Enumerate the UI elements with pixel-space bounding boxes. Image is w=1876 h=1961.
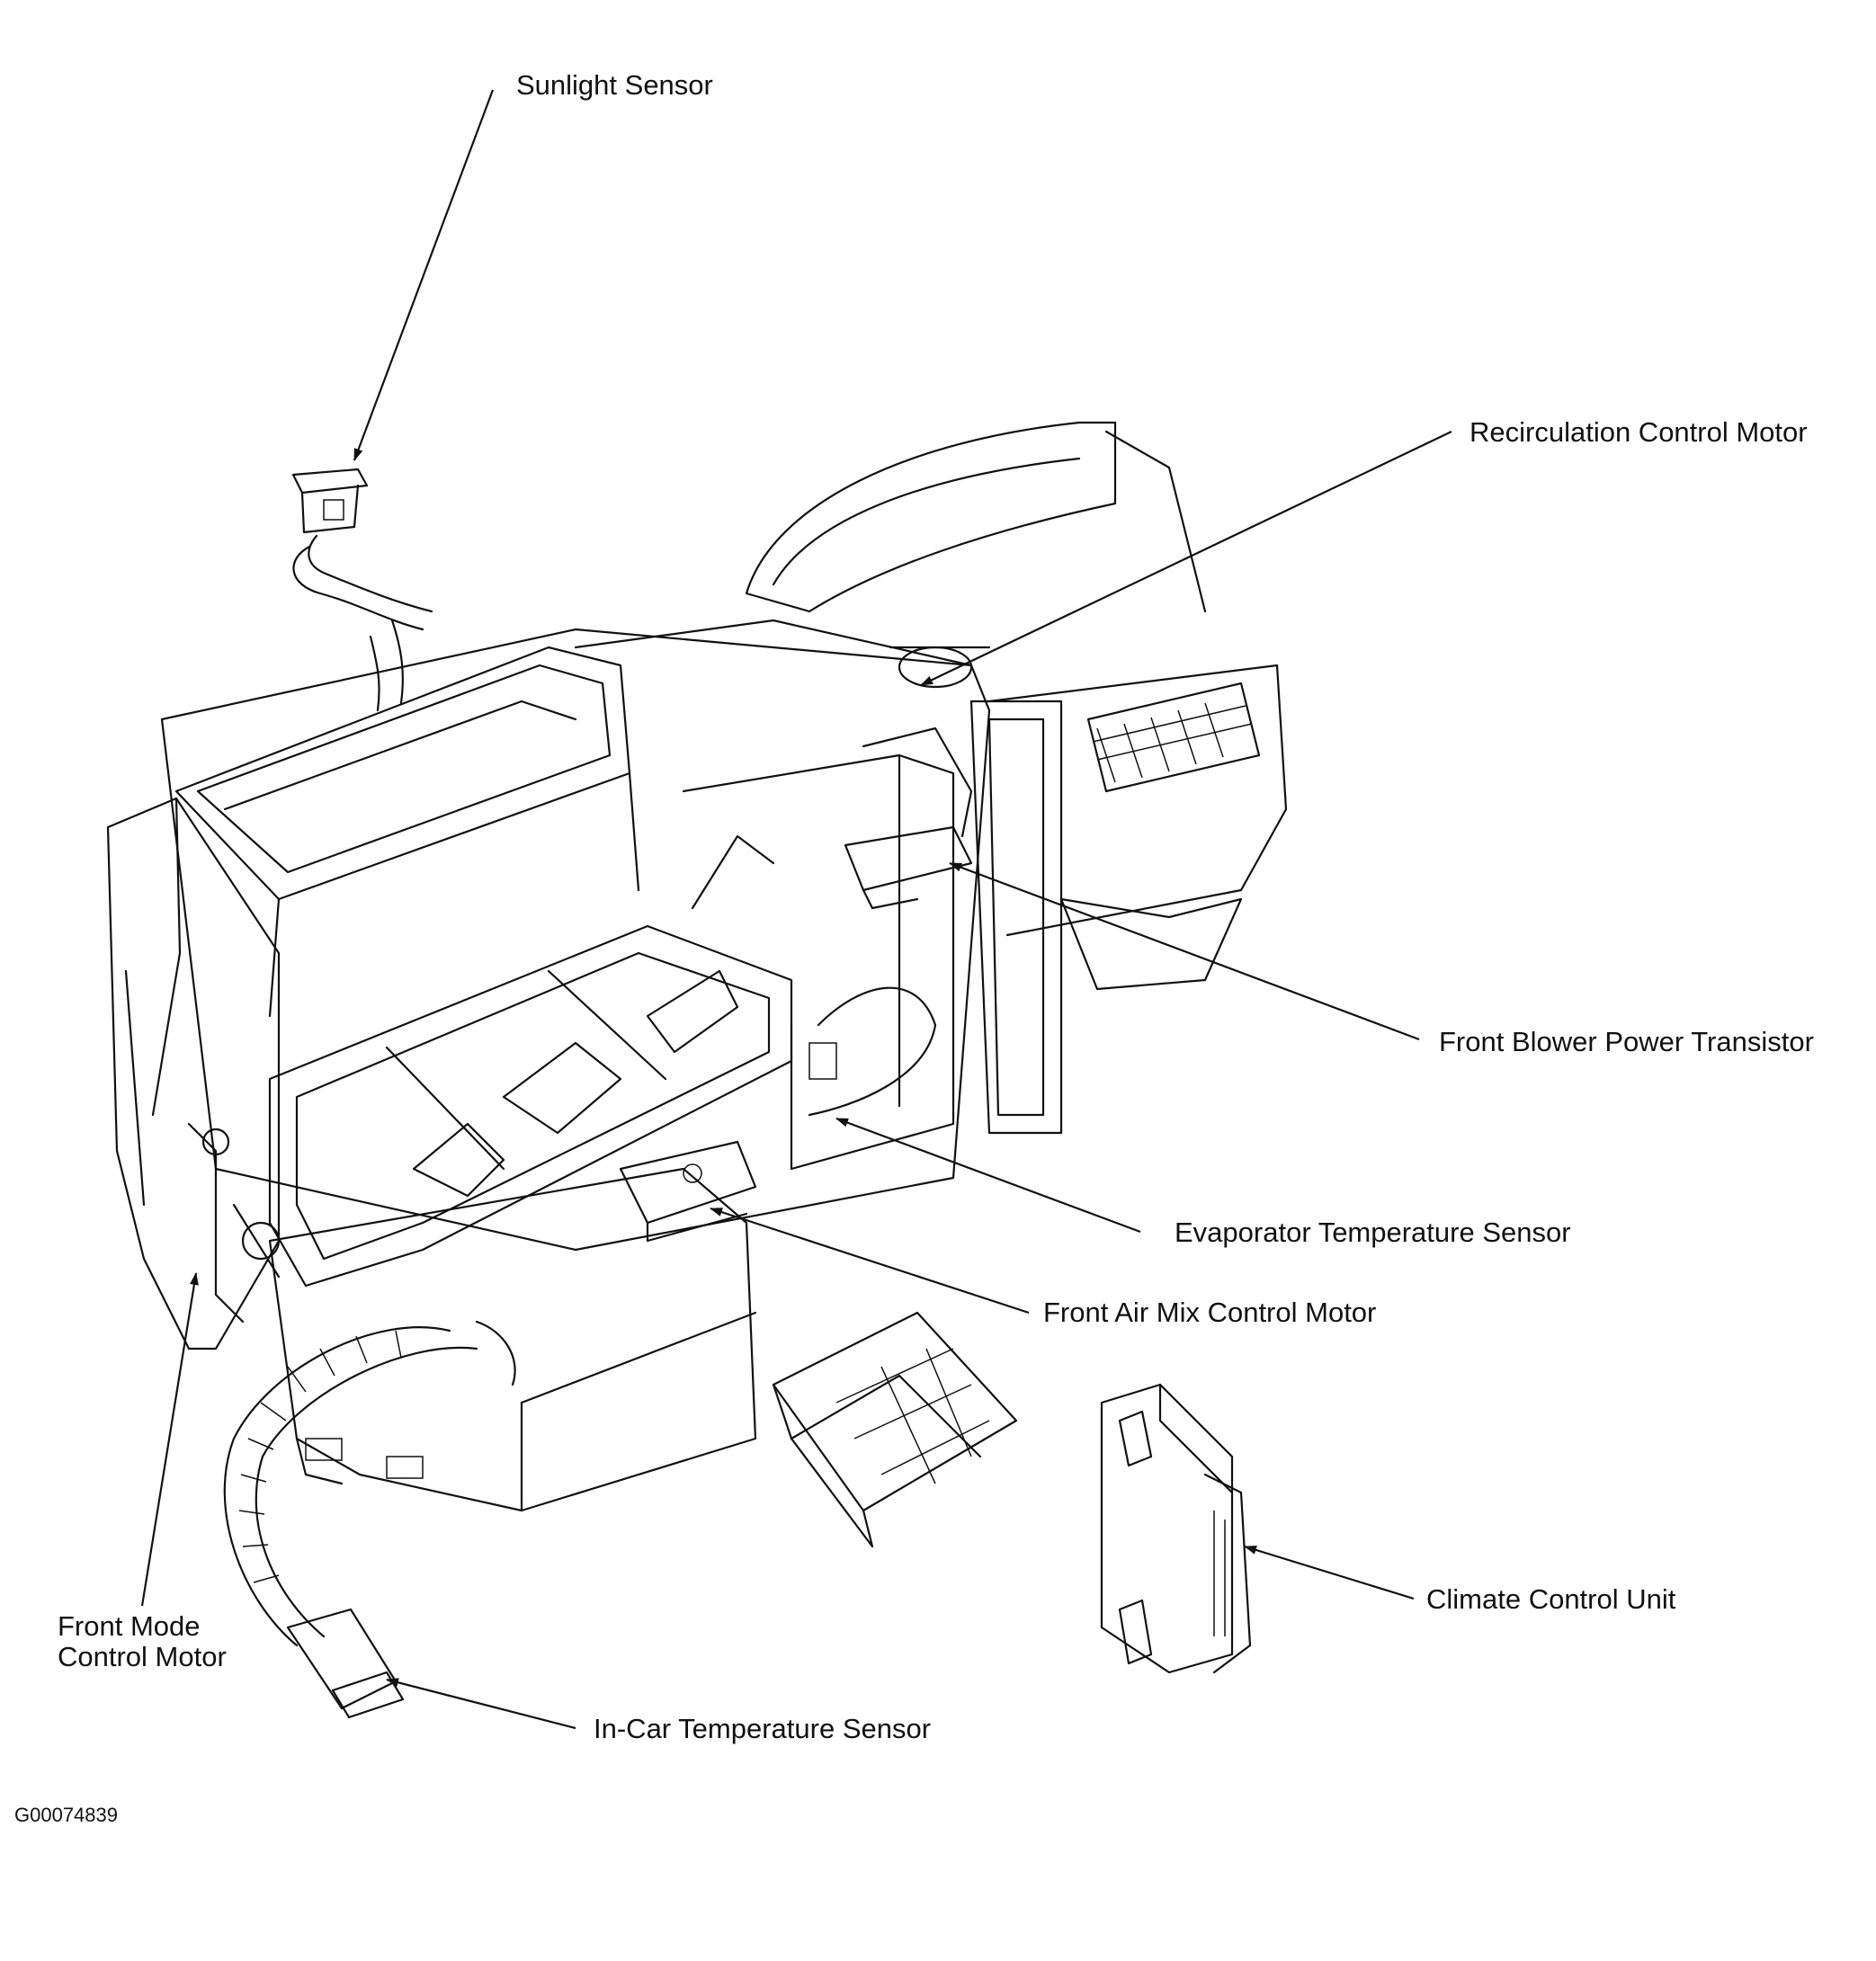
front-air-mix-control-motor-label: Front Air Mix Control Motor	[1043, 1297, 1377, 1328]
evaporator-sensor-wire	[808, 986, 937, 1117]
loose-control-module	[772, 1311, 1018, 1548]
in-car-temperature-sensor-label: In-Car Temperature Sensor	[594, 1713, 932, 1744]
recirculation-motor-part	[889, 646, 991, 689]
power-transistor-part	[844, 726, 973, 910]
leader-lines	[140, 89, 1452, 1730]
figure-id: G00074839	[14, 1804, 118, 1826]
sunlight-sensor-label: Sunlight Sensor	[516, 69, 713, 101]
sunlight-sensor-part	[291, 468, 433, 712]
front-blower-power-transistor-label: Front Blower Power Transistor	[1439, 1026, 1814, 1057]
mode-motor-linkage	[187, 1122, 281, 1324]
evaporator-temperature-sensor-label: Evaporator Temperature Sensor	[1175, 1217, 1571, 1248]
climate-control-unit-part	[1100, 1383, 1252, 1674]
blower-intake-housing	[745, 421, 1288, 1135]
front-mode-control-motor-label: Front Mode Control Motor	[58, 1610, 227, 1672]
heater-unit-body	[106, 619, 991, 1512]
air-mix-motor-part	[619, 1140, 757, 1243]
climate-control-unit-label: Climate Control Unit	[1426, 1583, 1676, 1615]
recirculation-control-motor-label: Recirculation Control Motor	[1470, 416, 1808, 448]
